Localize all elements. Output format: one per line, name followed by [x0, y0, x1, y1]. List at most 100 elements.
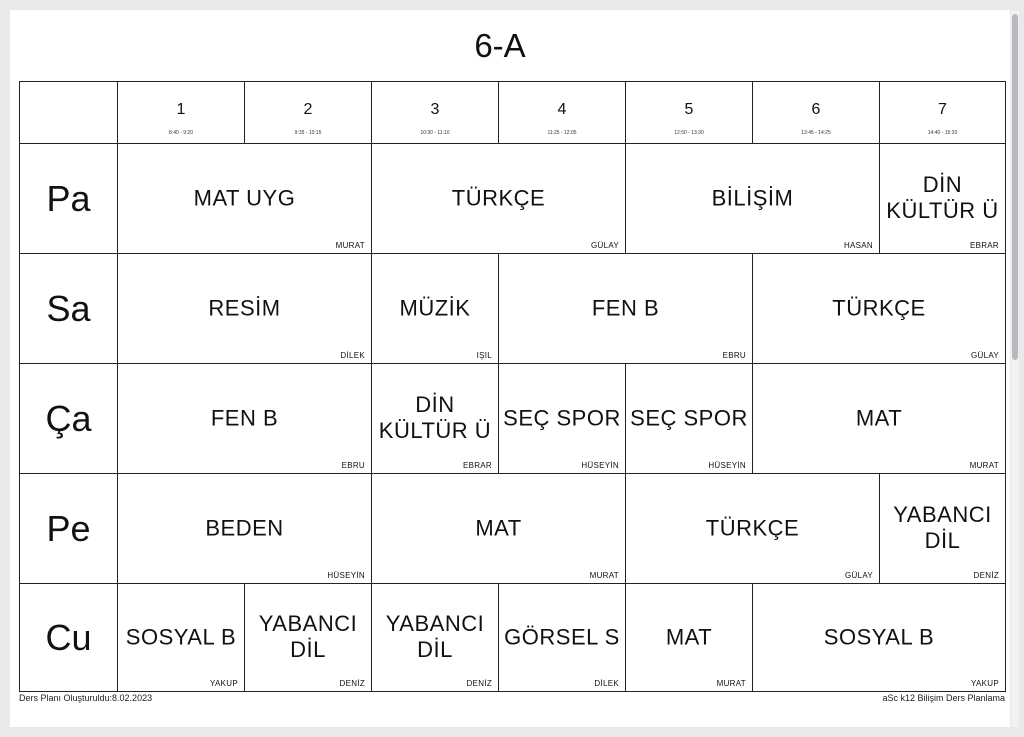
day-label: Cu	[45, 616, 92, 658]
lesson-teacher: HÜSEYİN	[327, 571, 365, 580]
lesson-subject: BEDEN	[205, 514, 284, 540]
lesson-teacher: MURAT	[716, 679, 746, 688]
period-number: 2	[303, 101, 313, 118]
lesson-subject: YABANCI DİL	[893, 501, 992, 553]
lesson-subject: MAT UYG	[193, 184, 296, 210]
period-number: 7	[938, 101, 947, 118]
day-header: Ça	[19, 363, 118, 474]
lesson-teacher: HÜSEYİN	[581, 461, 619, 470]
lesson-cell[interactable]: YABANCI DİL DENİZ	[371, 583, 499, 692]
period-header: 2 9:35 - 10:15	[244, 81, 372, 144]
lesson-teacher: DİLEK	[594, 679, 619, 688]
lesson-teacher: HASAN	[843, 241, 873, 250]
scrollbar-thumb[interactable]	[1012, 14, 1018, 360]
lesson-cell[interactable]: MÜZİK IŞIL	[371, 253, 499, 364]
lesson-cell[interactable]: SEÇ SPOR HÜSEYİN	[625, 363, 753, 474]
lesson-teacher: GÜLAY	[844, 571, 873, 580]
day-header: Cu	[19, 583, 118, 692]
lesson-teacher: DENİZ	[466, 679, 492, 688]
lesson-teacher: GÜLAY	[970, 351, 999, 360]
lesson-cell[interactable]: FEN B EBRU	[498, 253, 753, 364]
lesson-subject: YABANCI DİL	[385, 610, 485, 662]
lesson-teacher: MURAT	[335, 241, 365, 250]
lesson-cell[interactable]: MAT MURAT	[371, 473, 626, 584]
lesson-subject: MAT	[475, 514, 522, 540]
period-number: 3	[430, 101, 440, 118]
lesson-teacher: GÜLAY	[590, 241, 619, 250]
lesson-cell[interactable]: MAT MURAT	[625, 583, 753, 692]
footer-software: aSc k12 Bilişim Ders Planlama	[882, 693, 1005, 703]
lesson-cell[interactable]: YABANCI DİL DENİZ	[879, 473, 1006, 584]
period-number: 4	[557, 101, 567, 118]
scrollbar-track[interactable]	[1011, 10, 1019, 727]
day-header: Pa	[19, 143, 118, 254]
footer-created-date: Ders Planı Oluşturuldu:8.02.2023	[19, 693, 153, 703]
lesson-cell[interactable]: YABANCI DİL DENİZ	[244, 583, 372, 692]
lesson-subject: RESİM	[208, 294, 281, 320]
period-header: 3 10:30 - 11:10	[371, 81, 499, 144]
period-header: 6 13:45 - 14:25	[752, 81, 880, 144]
lesson-cell[interactable]: FEN B EBRU	[117, 363, 372, 474]
lesson-subject: MAT	[855, 404, 903, 430]
period-time: 11:25 - 12:05	[547, 130, 577, 136]
period-header: 5 12:50 - 13:30	[625, 81, 753, 144]
lesson-subject: DİN KÜLTÜR Ü	[886, 171, 999, 223]
lesson-subject: MAT	[665, 623, 713, 649]
lesson-teacher: MURAT	[969, 461, 999, 470]
period-time: 12:50 - 13:30	[674, 130, 704, 136]
period-time: 14:40 - 15:20	[927, 130, 958, 136]
day-label: Ça	[45, 397, 92, 439]
lesson-teacher: DİLEK	[340, 351, 365, 360]
lesson-cell[interactable]: MAT UYG MURAT	[117, 143, 372, 254]
lesson-cell[interactable]: RESİM DİLEK	[117, 253, 372, 364]
lesson-subject: TÜRKÇE	[832, 294, 926, 320]
lesson-subject: SOSYAL B	[125, 623, 237, 649]
lesson-cell[interactable]: BİLİŞİM HASAN	[625, 143, 880, 254]
lesson-cell[interactable]: SEÇ SPOR HÜSEYİN	[498, 363, 626, 474]
lesson-teacher: HÜSEYİN	[708, 461, 746, 470]
lesson-teacher: DENİZ	[339, 679, 365, 688]
page-title: 6-A	[474, 27, 526, 64]
day-header: Pe	[19, 473, 118, 584]
lesson-cell[interactable]: MAT MURAT	[752, 363, 1006, 474]
lesson-teacher: EBRU	[341, 461, 365, 470]
period-time: 10:30 - 11:10	[420, 130, 450, 136]
lesson-subject: SOSYAL B	[823, 623, 935, 649]
lesson-teacher: YAKUP	[209, 679, 238, 688]
lesson-subject: BİLİŞİM	[711, 184, 794, 210]
lesson-cell[interactable]: TÜRKÇE GÜLAY	[752, 253, 1006, 364]
lesson-teacher: DENİZ	[973, 571, 999, 580]
period-number: 1	[176, 101, 186, 118]
period-number: 6	[811, 101, 821, 118]
period-header: 7 14:40 - 15:20	[879, 81, 1006, 144]
period-time: 8:40 - 9:20	[169, 130, 193, 136]
corner-cell	[19, 81, 118, 144]
lesson-teacher: IŞIL	[476, 351, 492, 360]
period-number: 5	[684, 101, 694, 118]
lesson-cell[interactable]: GÖRSEL S DİLEK	[498, 583, 626, 692]
day-label: Pa	[46, 177, 91, 219]
lesson-subject: SEÇ SPOR	[630, 404, 748, 430]
day-label: Pe	[46, 507, 91, 549]
day-label: Sa	[46, 287, 91, 329]
lesson-subject: YABANCI DİL	[258, 610, 358, 662]
lesson-cell[interactable]: SOSYAL B YAKUP	[117, 583, 245, 692]
lesson-teacher: EBRAR	[462, 461, 492, 470]
lesson-teacher: EBRU	[722, 351, 746, 360]
lesson-subject: SEÇ SPOR	[503, 404, 621, 430]
period-time: 13:45 - 14:25	[801, 130, 831, 136]
lesson-subject: MÜZİK	[399, 294, 471, 320]
period-time: 9:35 - 10:15	[294, 130, 322, 136]
lesson-cell[interactable]: DİN KÜLTÜR Ü EBRAR	[371, 363, 499, 474]
lesson-cell[interactable]: BEDEN HÜSEYİN	[117, 473, 372, 584]
lesson-subject: FEN B	[210, 404, 279, 430]
lesson-subject: FEN B	[591, 294, 660, 320]
lesson-subject: DİN KÜLTÜR Ü	[378, 391, 492, 443]
lesson-teacher: MURAT	[589, 571, 619, 580]
lesson-subject: GÖRSEL S	[504, 623, 620, 649]
period-header: 1 8:40 - 9:20	[117, 81, 245, 144]
